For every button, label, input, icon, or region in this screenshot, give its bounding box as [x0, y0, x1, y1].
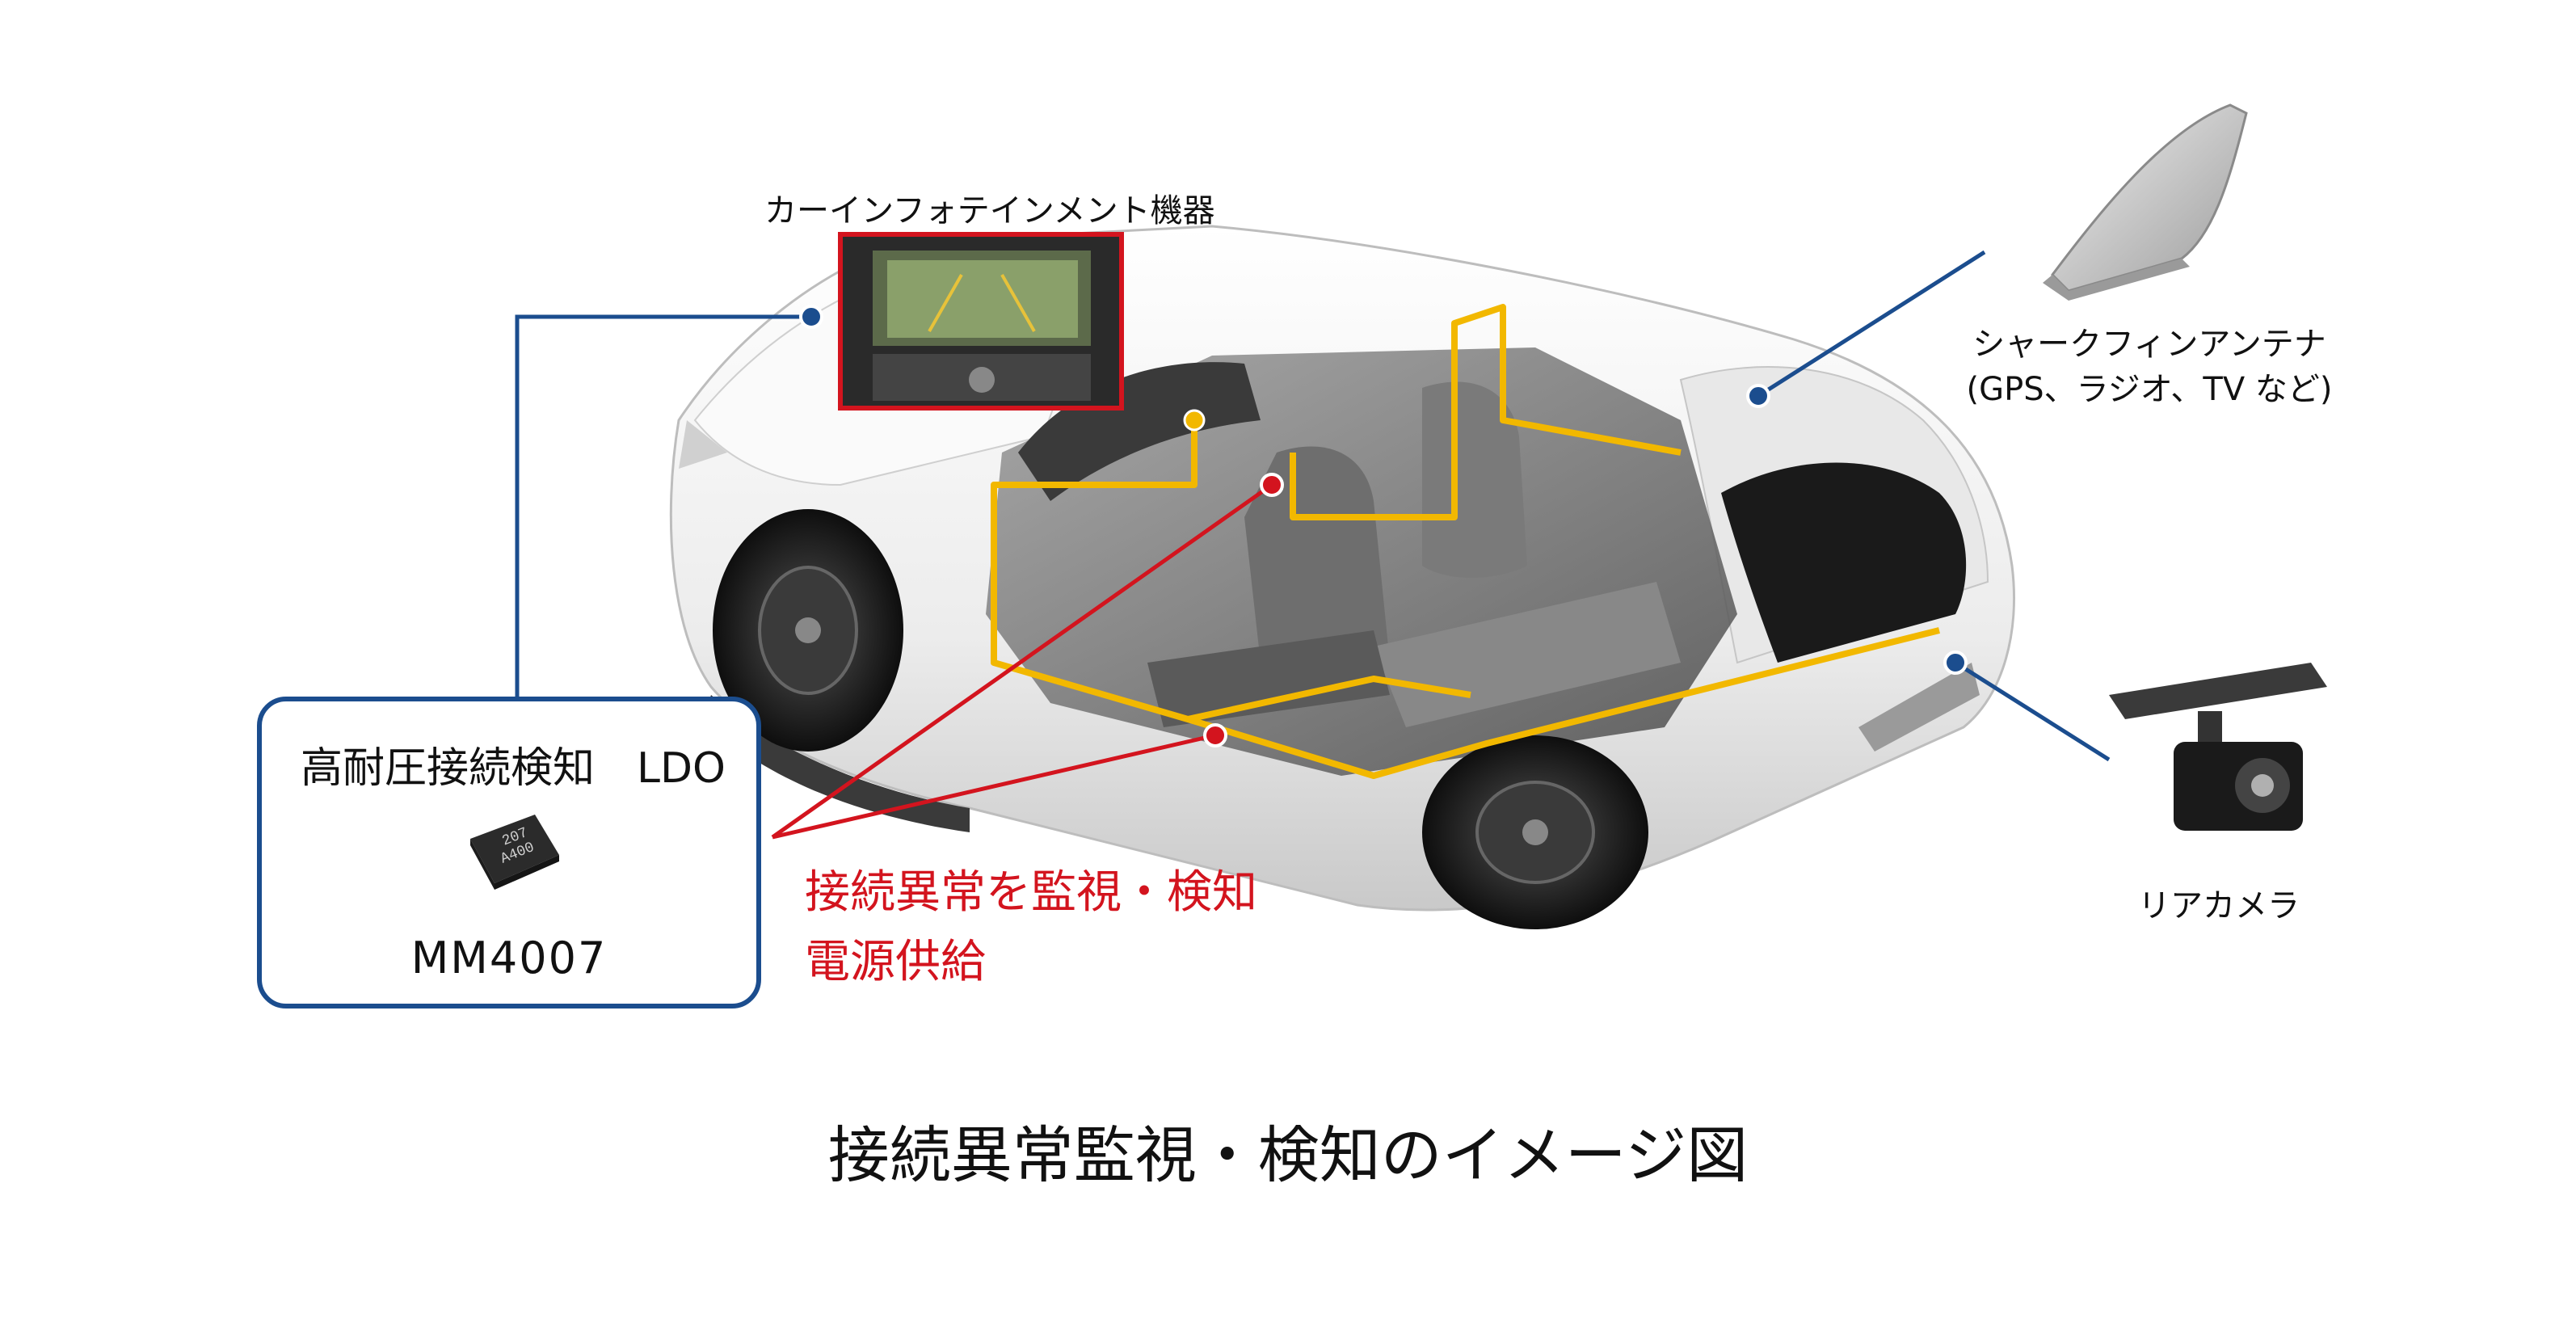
floor-monitor-marker — [1205, 725, 1226, 746]
monitor-label-line1: 接続異常を監視・検知 — [805, 858, 1257, 928]
antenna-label-line1: シャークフィンアンテナ — [1964, 322, 2335, 367]
infotainment-label: カーインフォテインメント機器 — [764, 184, 1215, 231]
ldo-title: 高耐圧接続検知 LDO — [301, 734, 726, 794]
rear-wheel — [1422, 735, 1648, 929]
infotainment-unit — [840, 234, 1122, 408]
antenna-marker — [1748, 385, 1769, 406]
cabin-monitor-marker — [1261, 474, 1282, 495]
antenna-label-line2: (GPS、ラジオ、TV など) — [1964, 367, 2335, 412]
shark-fin-antenna-icon — [2043, 105, 2246, 301]
figure-caption: 接続異常監視・検知のイメージ図 — [0, 1105, 2576, 1194]
part-number: MM4007 — [262, 933, 756, 983]
monitor-label-line2: 電源供給 — [805, 928, 1257, 997]
monitor-label: 接続異常を監視・検知 電源供給 — [805, 858, 1257, 997]
antenna-label: シャークフィンアンテナ (GPS、ラジオ、TV など) — [1964, 322, 2335, 412]
harness-junction-marker — [1185, 411, 1204, 430]
rear-camera-icon — [2109, 663, 2327, 831]
camera-marker — [1945, 652, 1966, 673]
infotainment-marker — [801, 306, 822, 327]
chip-icon: 207 A400 — [454, 806, 567, 895]
ldo-callout-box: 高耐圧接続検知 LDO 207 A400 MM4007 — [257, 697, 761, 1009]
rear-camera-label: リアカメラ — [2138, 879, 2300, 926]
